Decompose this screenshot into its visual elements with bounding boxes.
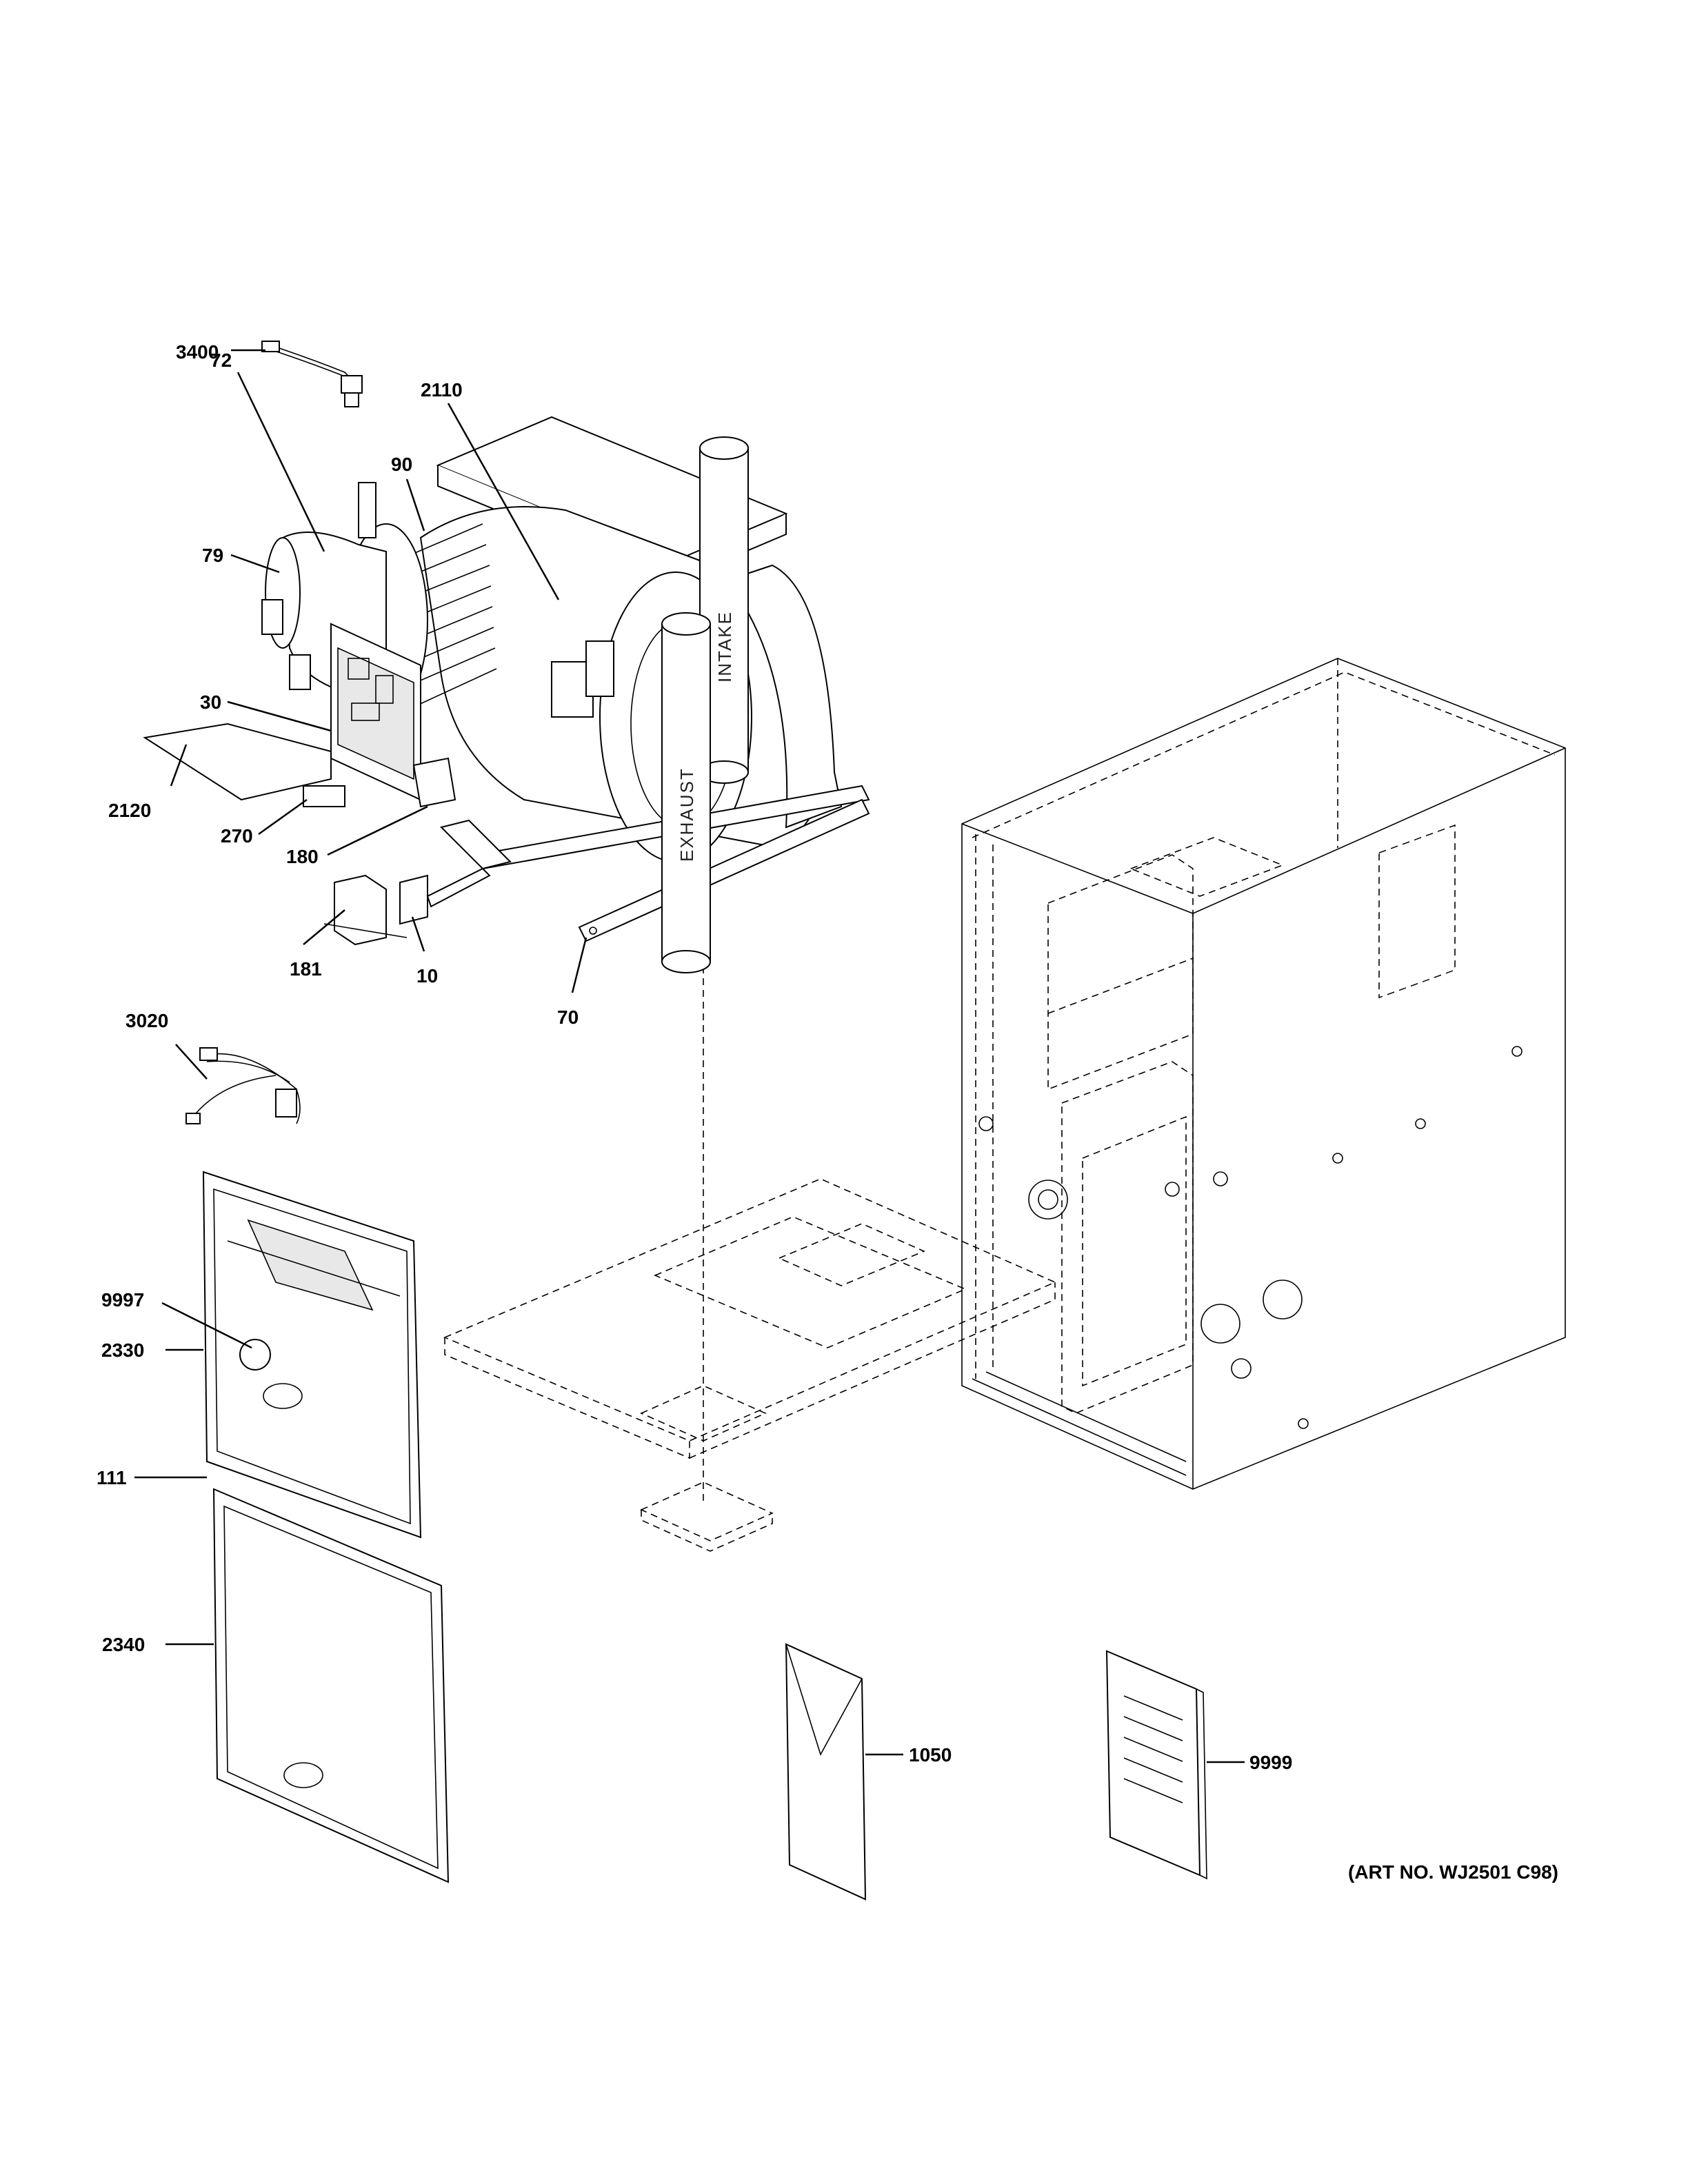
- intake-pipe-label: INTAKE: [714, 611, 735, 682]
- exhaust-pipe-label: EXHAUST: [676, 767, 697, 862]
- callout-70: 70: [557, 1007, 579, 1028]
- callout-3400: 3400: [176, 341, 219, 363]
- callout-9999: 9999: [1249, 1752, 1292, 1773]
- callout-2110: 2110: [421, 379, 463, 401]
- callout-90: 90: [391, 454, 412, 475]
- control-board-bracket: [330, 623, 456, 808]
- leader-lines: [134, 349, 1245, 1763]
- art-number: (ART NO. WJ2501 C98): [1348, 1861, 1558, 1883]
- callout-9997: 9997: [101, 1289, 144, 1311]
- upper-door: [202, 1171, 422, 1539]
- callout-181: 181: [290, 958, 322, 980]
- callout-2340: 2340: [102, 1634, 145, 1655]
- vent-pipes: INTAKE EXHAUST: [661, 436, 749, 973]
- literature-envelope: [785, 1643, 867, 1901]
- callout-3020: 3020: [125, 1010, 168, 1031]
- lower-door: [212, 1488, 450, 1883]
- furnace-cabinet: [961, 658, 1566, 1490]
- door-switch: [303, 785, 345, 807]
- callout-30: 30: [200, 691, 221, 713]
- filter-panel: [143, 722, 332, 801]
- callout-72: 72: [210, 350, 232, 371]
- callout-79: 79: [202, 545, 223, 566]
- transformer: [323, 874, 408, 946]
- callout-2120: 2120: [108, 800, 151, 821]
- callout-270: 270: [221, 825, 253, 847]
- limit-switch-bracket: [399, 867, 491, 925]
- callout-1050: 1050: [909, 1744, 952, 1766]
- callout-10: 10: [416, 965, 438, 987]
- callout-180: 180: [286, 846, 319, 867]
- wire-harness-3400: [261, 341, 363, 407]
- callout-2330: 2330: [101, 1339, 144, 1361]
- callout-labels: 3400 2110 72 90 79 30 2120 270 180 181 1…: [97, 341, 1292, 1773]
- wire-harness-3020: [185, 1047, 301, 1124]
- owners-manual: [1105, 1650, 1207, 1880]
- callout-111: 111: [97, 1467, 127, 1488]
- base-pan: [443, 896, 1056, 1552]
